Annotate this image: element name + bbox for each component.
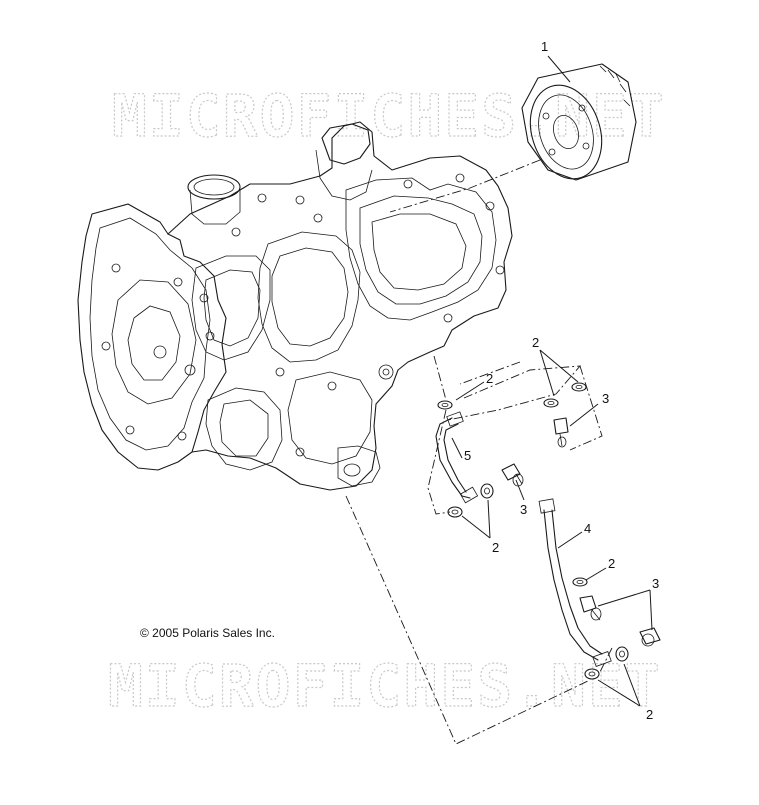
callout-washer-upper-left: 2 [486,371,493,386]
callout-bolts-lower: 3 [652,576,659,591]
banjo-bolts [501,417,661,647]
callout-labels: 1 2 2 3 5 3 2 4 2 3 2 [464,39,659,722]
callout-bolt-upper-right: 3 [602,391,609,406]
callout-washers-bottom: 2 [646,707,653,722]
copyright-notice: © 2005 Polaris Sales Inc. [140,626,275,640]
watermark-top: MICROFICHES.NET [112,82,666,150]
callout-washers-upper-right: 2 [532,335,539,350]
engine-crankcase [77,121,513,491]
leader-lines [451,55,653,707]
callout-oil-filter: 1 [541,39,548,54]
callout-hose-5: 5 [464,448,471,463]
callout-washer-lower: 2 [608,556,615,571]
dashed-alignment-lines [345,355,613,745]
callout-washers-middle: 2 [492,540,499,555]
callout-hose-4: 4 [584,521,591,536]
washers [437,382,629,680]
oil-filter [389,63,637,213]
oil-hose-4 [538,498,612,667]
watermark-bottom: MICROFICHES.NET [108,652,662,720]
oil-hose-5 [435,411,479,504]
callout-bolt-middle: 3 [520,502,527,517]
